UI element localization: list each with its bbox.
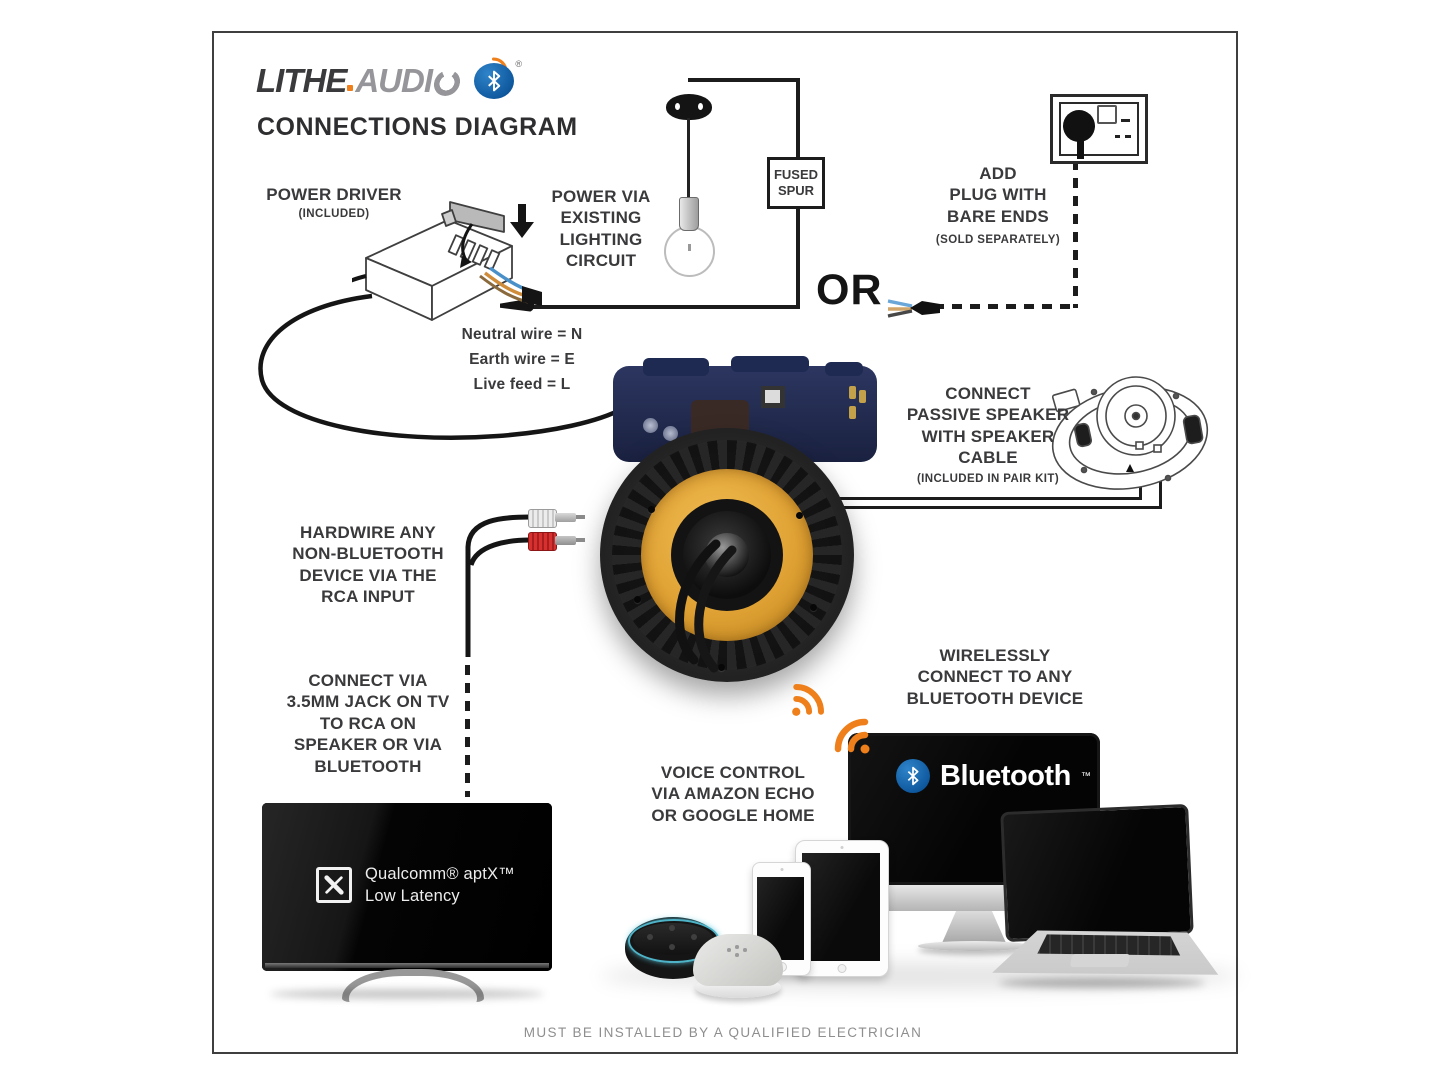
fused-spur-box: FUSED SPUR — [767, 157, 825, 209]
circuit-line-bottom — [528, 305, 800, 309]
brand-lithe-wordmark: LITHE — [256, 62, 347, 99]
macbook-screen — [1000, 803, 1194, 943]
label-connect-passive-note: (INCLUDED IN PAIR KIT) — [916, 473, 1060, 485]
socket-switch — [1097, 105, 1117, 124]
macbook-image — [985, 800, 1223, 992]
bluetooth-logo: Bluetooth ™ — [896, 759, 1091, 793]
label-wireless: WIRELESSLY CONNECT TO ANY BLUETOOTH DEVI… — [906, 646, 1084, 708]
google-home-image — [693, 934, 783, 1000]
wireless-signal-icon — [792, 684, 824, 716]
speaker-cable-1 — [840, 497, 1142, 500]
label-add-plug: ADD PLUG WITH BARE ENDS — [947, 164, 1049, 226]
bluetooth-logo-icon — [896, 759, 930, 793]
bluetooth-badge-icon: ® — [474, 59, 522, 99]
rca-plug-white — [528, 509, 557, 528]
dashed-line-to-tv — [465, 665, 470, 797]
lamp-holder — [679, 197, 699, 231]
speaker-wires-overlay — [675, 539, 737, 673]
circuit-line-right-lower — [796, 202, 800, 309]
aptx-x-icon — [316, 867, 352, 904]
power-cable-loop — [258, 293, 626, 440]
qualcomm-line1: Qualcomm® aptX™ — [365, 865, 515, 883]
bare-wire-ends-illustration — [887, 299, 940, 318]
passive-speaker-illustration — [1051, 376, 1209, 490]
plug-body — [1063, 110, 1095, 142]
label-or: OR — [816, 266, 883, 314]
footer-note: MUST BE INSTALLED BY A QUALIFIED ELECTRI… — [523, 1025, 923, 1040]
ceiling-speaker-image — [600, 428, 854, 682]
rca-plug-white-tip — [555, 513, 576, 522]
ceiling-rose — [666, 94, 712, 120]
label-jack-35mm: CONNECT VIA 3.5MM JACK ON TV TO RCA ON S… — [286, 671, 450, 776]
label-power-driver-note: (INCLUDED) — [298, 208, 370, 220]
rca-plug-red-tip — [555, 536, 576, 545]
circuit-line-right-upper — [796, 78, 800, 159]
rca-pin-red — [576, 538, 585, 542]
label-lighting-circuit: POWER VIA EXISTING LIGHTING CIRCUIT — [551, 187, 651, 271]
label-connect-passive: CONNECT PASSIVE SPEAKER WITH SPEAKER CAB… — [906, 384, 1070, 468]
label-power-driver: POWER DRIVER — [266, 185, 402, 204]
light-bulb — [664, 226, 715, 277]
rca-plug-red — [528, 532, 557, 551]
dashed-line-horizontal — [934, 304, 1076, 309]
brand-logo: LITHE AUDI ® — [256, 57, 522, 100]
brand-orange-dot-icon — [347, 85, 354, 91]
registered-mark: ® — [515, 59, 522, 69]
qr-code — [761, 386, 785, 408]
qualcomm-line2: Low Latency — [365, 887, 460, 906]
speaker-cable-2 — [840, 506, 1162, 509]
label-hardwire: HARDWIRE ANY NON-BLUETOOTH DEVICE VIA TH… — [292, 523, 444, 607]
tv-screen-gloss — [262, 803, 552, 971]
bluetooth-tm: ™ — [1080, 770, 1091, 782]
wall-socket-illustration — [1050, 94, 1148, 164]
page-title: CONNECTIONS DIAGRAM — [257, 113, 578, 141]
pendant-cord — [687, 118, 690, 200]
circuit-line-top — [688, 78, 800, 82]
label-wire-legend: Neutral wire = N Earth wire = E Live fee… — [461, 326, 583, 394]
bluetooth-word: Bluetooth — [940, 759, 1071, 792]
tv-image: Qualcomm® aptX™ Low Latency — [262, 803, 552, 1002]
ipad-image — [795, 840, 889, 977]
ipad-screen — [802, 853, 880, 961]
bluetooth-rune-icon — [488, 70, 501, 92]
arrow-down-icon — [510, 204, 534, 238]
brand-o-ring-icon — [432, 70, 462, 96]
rca-cable — [465, 514, 531, 657]
tv-bottom-strip — [265, 963, 549, 968]
tv-shadow — [270, 989, 544, 999]
dashed-line-vertical — [1073, 160, 1078, 308]
qualcomm-aptx-logo: Qualcomm® aptX™ Low Latency — [316, 863, 515, 908]
macbook-trackpad — [1069, 954, 1131, 967]
tv-screen: Qualcomm® aptX™ Low Latency — [262, 803, 552, 971]
power-driver-illustration — [352, 201, 542, 321]
brand-audio-wordmark: AUDI — [355, 62, 433, 99]
socket-faceplate — [1059, 102, 1139, 156]
rca-pin-white — [576, 515, 585, 519]
plug-cable-stub — [1077, 139, 1084, 159]
iphone-image — [752, 862, 811, 976]
wireless-signal-icon — [834, 718, 870, 754]
imac-stand-foot — [918, 941, 1030, 951]
google-home-dome — [693, 934, 783, 986]
macbook-shadow — [999, 978, 1205, 988]
label-add-plug-note: (SOLD SEPARATELY) — [935, 234, 1061, 246]
label-voice-control: VOICE CONTROL VIA AMAZON ECHO OR GOOGLE … — [651, 763, 815, 825]
macbook-keyboard — [1037, 934, 1181, 956]
